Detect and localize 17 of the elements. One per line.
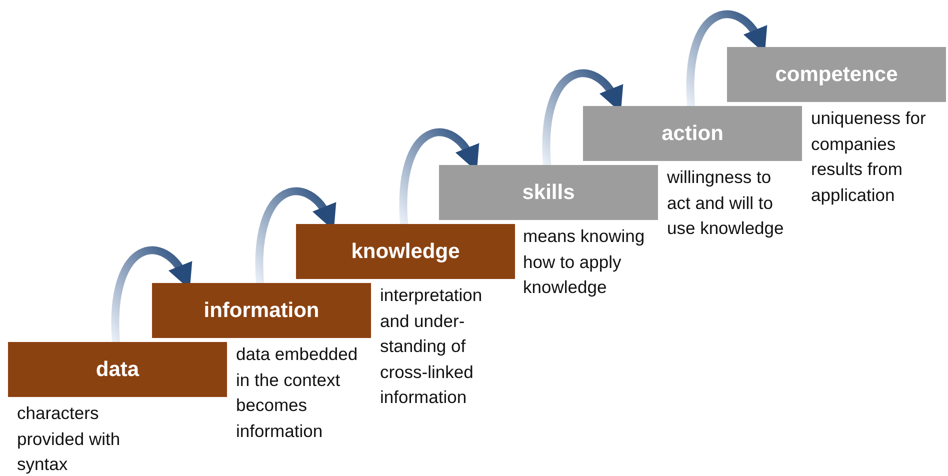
description-text: characters provided with syntax [17, 402, 122, 476]
description-text: uniqueness for companies results from application [811, 107, 927, 207]
step-box: data [8, 342, 227, 397]
step-box: competence [727, 47, 946, 102]
step-box: information [152, 283, 371, 338]
description-text: data embedded in the context becomes information [236, 343, 359, 442]
curved-arrow [686, 10, 766, 106]
curved-arrow [111, 246, 191, 342]
description-text: means knowing how to apply knowledge [523, 225, 646, 299]
description-text: willingness to act and will to use knowledge [667, 166, 785, 240]
step-box: knowledge [296, 224, 515, 279]
curved-arrow [399, 128, 478, 224]
step-box: action [583, 106, 802, 161]
curved-arrow [542, 69, 622, 166]
description-text: interpretation and under- standing of cross-linked information [380, 284, 484, 409]
step-box: skills [439, 165, 658, 220]
curved-arrow [255, 187, 335, 284]
